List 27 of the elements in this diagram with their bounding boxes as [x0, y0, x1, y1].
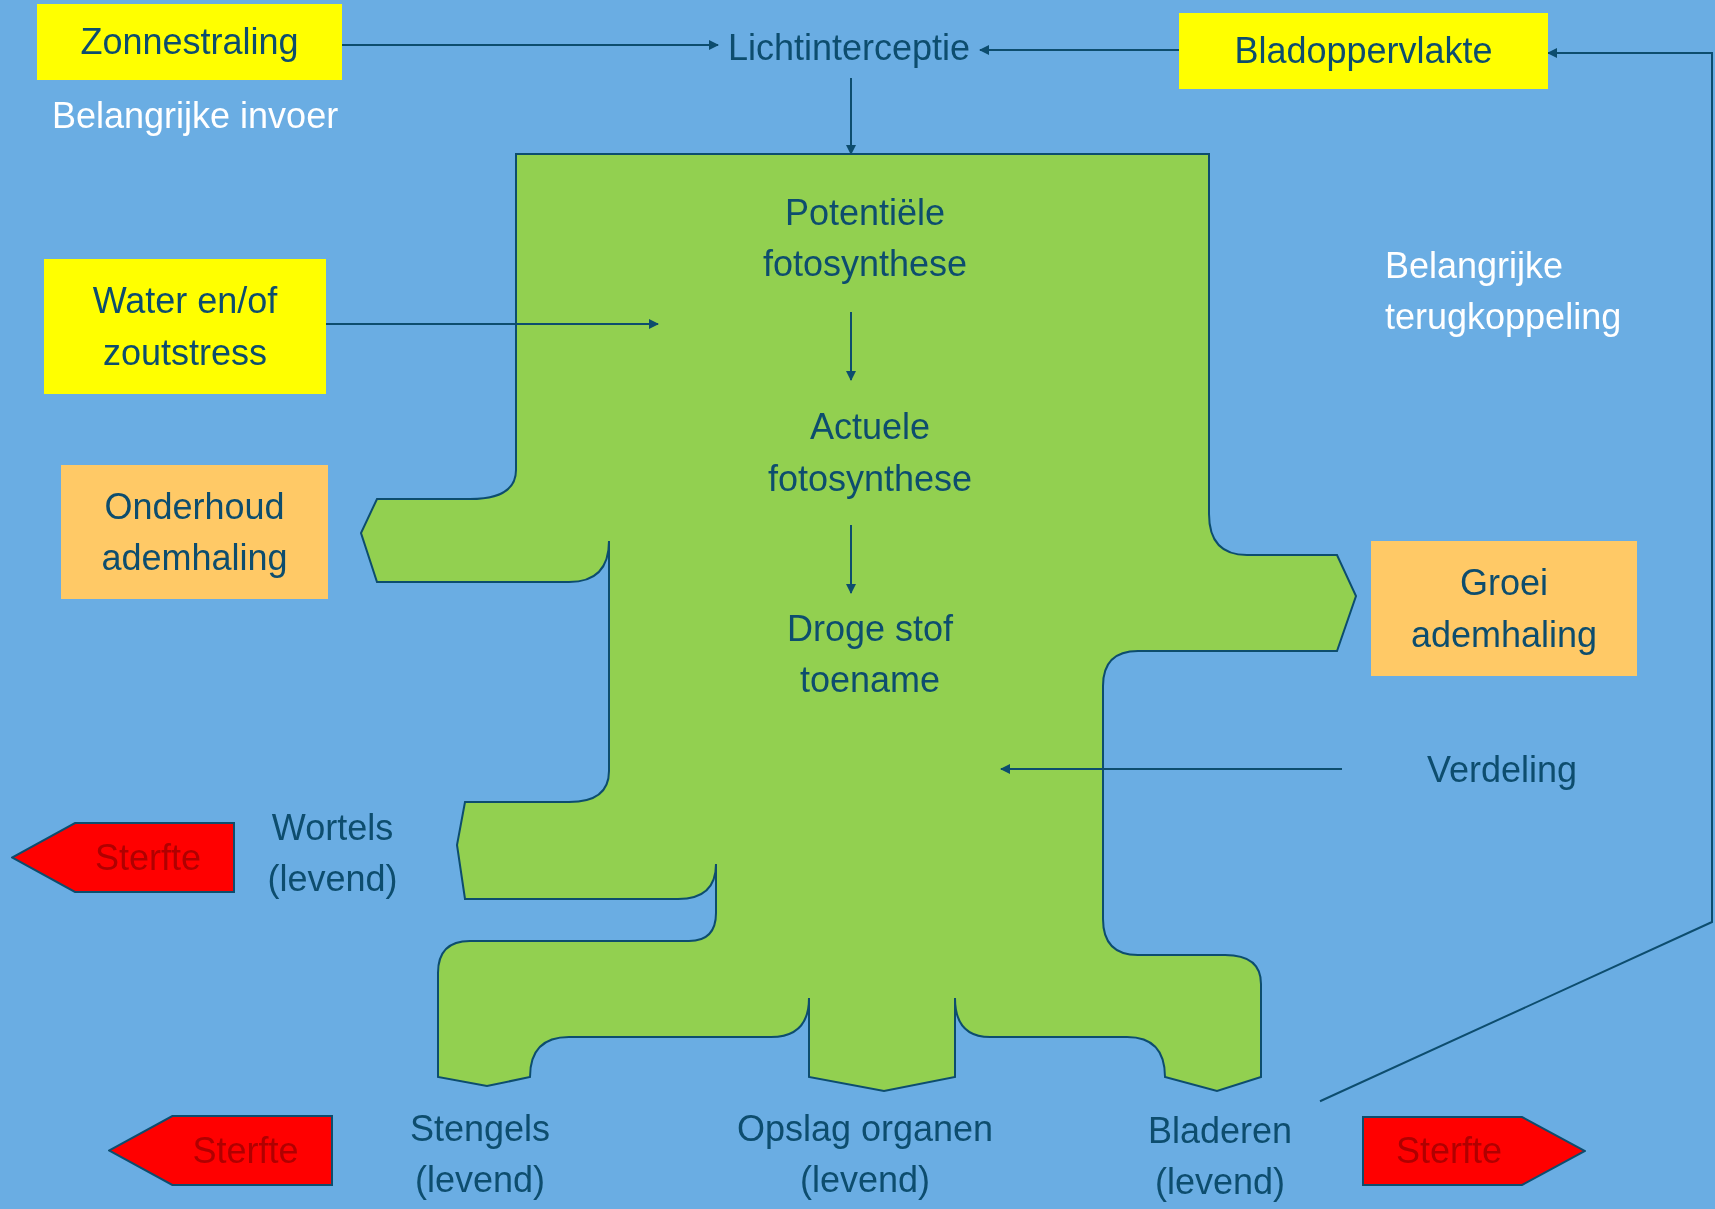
- respiration-box: Groei ademhaling: [1371, 541, 1637, 676]
- mortality-arrow: Sterfte: [108, 1115, 333, 1186]
- organ-label: Stengels (levend): [408, 1107, 552, 1203]
- arrow: [846, 524, 856, 594]
- arrow: [1000, 764, 1343, 774]
- arrow: [846, 311, 856, 381]
- organ-label: Opslag organen (levend): [735, 1107, 995, 1203]
- note-text: Belangrijke invoer: [52, 94, 340, 138]
- process-text: Actuele fotosynthese: [720, 380, 1020, 525]
- organ-label: Wortels (levend): [266, 806, 399, 902]
- mortality-arrow: Sterfte: [11, 822, 235, 893]
- process-text: Lichtinterceptie: [718, 18, 980, 78]
- feedback-arrow: [1319, 48, 1713, 1103]
- mortality-arrow: Sterfte: [1362, 1116, 1586, 1186]
- respiration-box: Onderhoud ademhaling: [61, 465, 328, 599]
- input-box: Water en/of zoutstress: [44, 259, 326, 394]
- input-box: Bladoppervlakte: [1179, 13, 1548, 89]
- arrow: [846, 77, 856, 155]
- arrow: [325, 319, 659, 329]
- process-text: Bladeren (levend): [1120, 1087, 1320, 1207]
- process-text: Potentiële fotosynthese: [720, 154, 1010, 312]
- arrow: [341, 40, 719, 50]
- process-text: Verdeling: [1342, 740, 1662, 800]
- arrow: [979, 45, 1180, 55]
- process-text: Droge stof toename: [720, 593, 1020, 715]
- note-text: Belangrijke terugkoppeling: [1385, 244, 1623, 340]
- input-box: Zonnestraling: [37, 4, 342, 80]
